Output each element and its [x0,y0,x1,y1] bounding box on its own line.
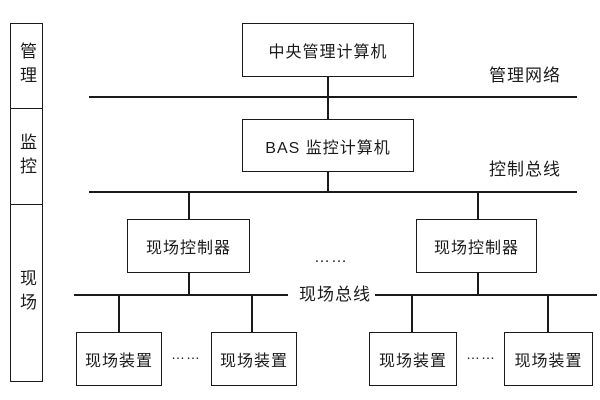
tier-sidebar: 管理 监控 现场 [10,23,43,382]
field-bus-line-right [375,294,597,296]
control-bus-line [89,191,577,193]
bas-monitoring-computer-node: BAS 监控计算机 [242,119,414,172]
management-network-label: 管理网络 [489,66,561,85]
tier-supervision-label: 监控 [10,107,43,206]
connector-controller-right-to-field-bus [477,272,479,295]
ellipsis-between-controllers: …… [314,249,348,266]
central-management-computer-node: 中央管理计算机 [242,23,414,77]
connector-field-bus-to-device-2 [251,295,253,333]
field-controller-right-node: 现场控制器 [416,219,537,273]
tier-field-label: 现场 [10,204,43,382]
management-network-line [89,96,577,98]
field-controller-left-node: 现场控制器 [127,219,250,273]
connector-field-bus-to-device-4 [547,295,549,333]
ellipsis-between-devices-left: …… [171,346,201,362]
field-device-1-node: 现场装置 [76,332,162,386]
connector-control-bus-to-controller-right [477,192,479,220]
connector-field-bus-to-device-1 [118,295,120,333]
ellipsis-between-devices-right: …… [466,346,496,362]
field-device-2-node: 现场装置 [211,332,297,386]
connector-field-bus-to-device-3 [411,295,413,333]
control-bus-label: 控制总线 [489,160,561,179]
field-device-3-node: 现场装置 [369,332,457,386]
connector-bas-to-control-bus [327,172,329,192]
connector-controller-left-to-field-bus [188,272,190,295]
field-device-4-node: 现场装置 [504,332,593,386]
connector-control-bus-to-controller-left [188,192,190,220]
field-bus-line-left [74,294,288,296]
field-bus-label: 现场总线 [299,285,371,304]
connector-central-to-bas [327,77,329,120]
tier-management-label: 管理 [10,23,43,109]
